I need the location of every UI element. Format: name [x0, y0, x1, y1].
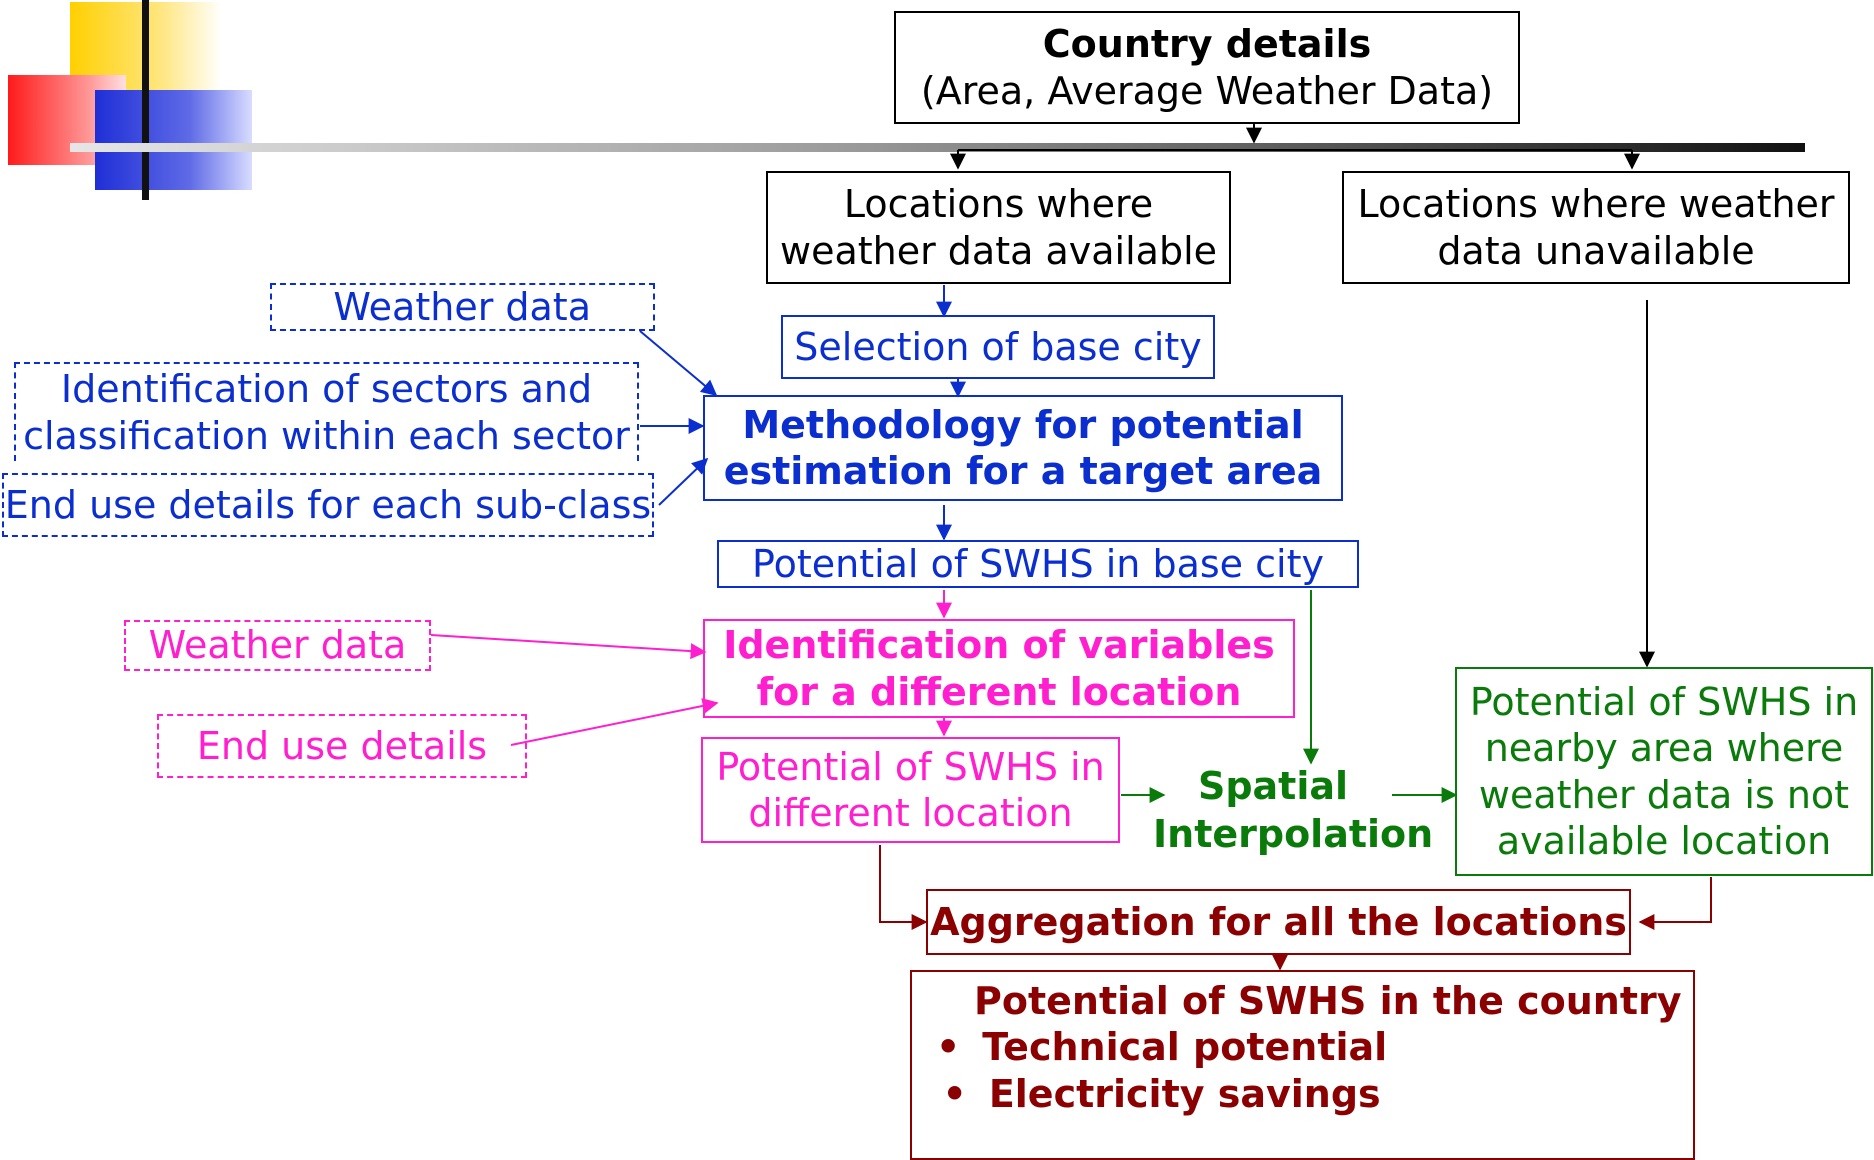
connector-weather-to-method	[639, 330, 718, 397]
selection-base-city-label: Selection of base city	[794, 324, 1202, 369]
end-use-details-label-blue: End use details for each sub-class	[4, 482, 652, 527]
country-potential-list: • Technical potential • Electricity saving…	[936, 1024, 1387, 1117]
spatial-line1: Spatial	[1197, 764, 1349, 808]
technical-potential-label: Technical potential	[982, 1025, 1388, 1070]
country-details-box: Country details (Area, Average Weather D…	[894, 11, 1520, 124]
potential-base-city-label: Potential of SWHS in base city	[752, 541, 1324, 586]
potential-base-city-box: Potential of SWHS in base city	[717, 540, 1359, 588]
weather-data-input-blue: Weather data	[270, 283, 655, 331]
potential-different-line1: Potential of SWHS in	[716, 744, 1105, 789]
potential-nearby-line2: nearby area where	[1484, 726, 1844, 771]
locations-unavailable-line2: data unavailable	[1437, 228, 1755, 273]
locations-available-line2: weather data available	[780, 228, 1217, 273]
sectors-line2: classification within each sector	[23, 413, 630, 458]
potential-nearby-line3: weather data is not	[1478, 772, 1850, 817]
weather-data-input-pink: Weather data	[124, 620, 431, 671]
bullet-icon: •	[942, 1071, 967, 1116]
deco-blue-square	[95, 90, 252, 190]
weather-data-label-pink: Weather data	[148, 623, 407, 668]
connector-nearby-to-aggregation	[1638, 877, 1712, 930]
weather-data-label-blue: Weather data	[333, 284, 591, 329]
slide-decoration	[8, 0, 252, 200]
identification-variables-box: Identification of variables for a differ…	[703, 619, 1295, 718]
deco-vertical-bar	[142, 0, 149, 200]
list-item: • Technical potential	[936, 1024, 1387, 1070]
country-details-title: Country details	[1042, 22, 1372, 67]
connector-enduse-to-method	[658, 457, 709, 506]
locations-available-line1: Locations where	[843, 182, 1154, 227]
country-potential-box: Potential of SWHS in the country • Techni…	[910, 970, 1695, 1160]
connector-weather-to-ident	[430, 634, 707, 660]
spatial-interpolation-label: Spatial Interpolation	[1153, 763, 1434, 858]
end-use-details-input-blue: End use details for each sub-class	[2, 473, 654, 537]
electricity-savings-label: Electricity savings	[988, 1071, 1381, 1116]
locations-unavailable-box: Locations where weather data unavailable	[1342, 171, 1850, 284]
locations-available-box: Locations where weather data available	[766, 171, 1231, 284]
bullet-icon: •	[936, 1025, 961, 1070]
sectors-line1: Identification of sectors and	[60, 367, 593, 412]
potential-nearby-line4: available location	[1496, 818, 1832, 863]
identification-line2: for a different location	[756, 669, 1242, 714]
sectors-classification-input: Identification of sectors and classifica…	[14, 362, 639, 461]
identification-line1: Identification of variables	[723, 623, 1275, 668]
connector-enduse-to-ident	[510, 698, 719, 746]
aggregation-label: Aggregation for all the locations	[930, 899, 1627, 944]
connector-diff-to-aggregation	[879, 845, 928, 930]
spatial-line2: Interpolation	[1153, 811, 1434, 856]
methodology-line2: estimation for a target area	[723, 449, 1323, 493]
country-potential-title: Potential of SWHS in the country	[974, 979, 1682, 1023]
end-use-details-input-pink: End use details	[157, 714, 527, 778]
end-use-details-label-pink: End use details	[196, 723, 488, 768]
header-rule	[70, 143, 1805, 152]
potential-nearby-line1: Potential of SWHS in	[1469, 679, 1859, 724]
locations-unavailable-line1: Locations where weather	[1357, 182, 1835, 227]
potential-nearby-area-box: Potential of SWHS in nearby area where w…	[1455, 667, 1873, 876]
methodology-box: Methodology for potential estimation for…	[703, 395, 1343, 501]
methodology-line1: Methodology for potential	[742, 402, 1304, 447]
aggregation-box: Aggregation for all the locations	[926, 889, 1631, 955]
potential-different-location-box: Potential of SWHS in different location	[701, 737, 1120, 843]
potential-different-line2: different location	[748, 791, 1073, 835]
selection-base-city-box: Selection of base city	[781, 315, 1215, 379]
country-details-subtitle: (Area, Average Weather Data)	[920, 68, 1494, 113]
list-item: • Electricity savings	[936, 1071, 1387, 1117]
